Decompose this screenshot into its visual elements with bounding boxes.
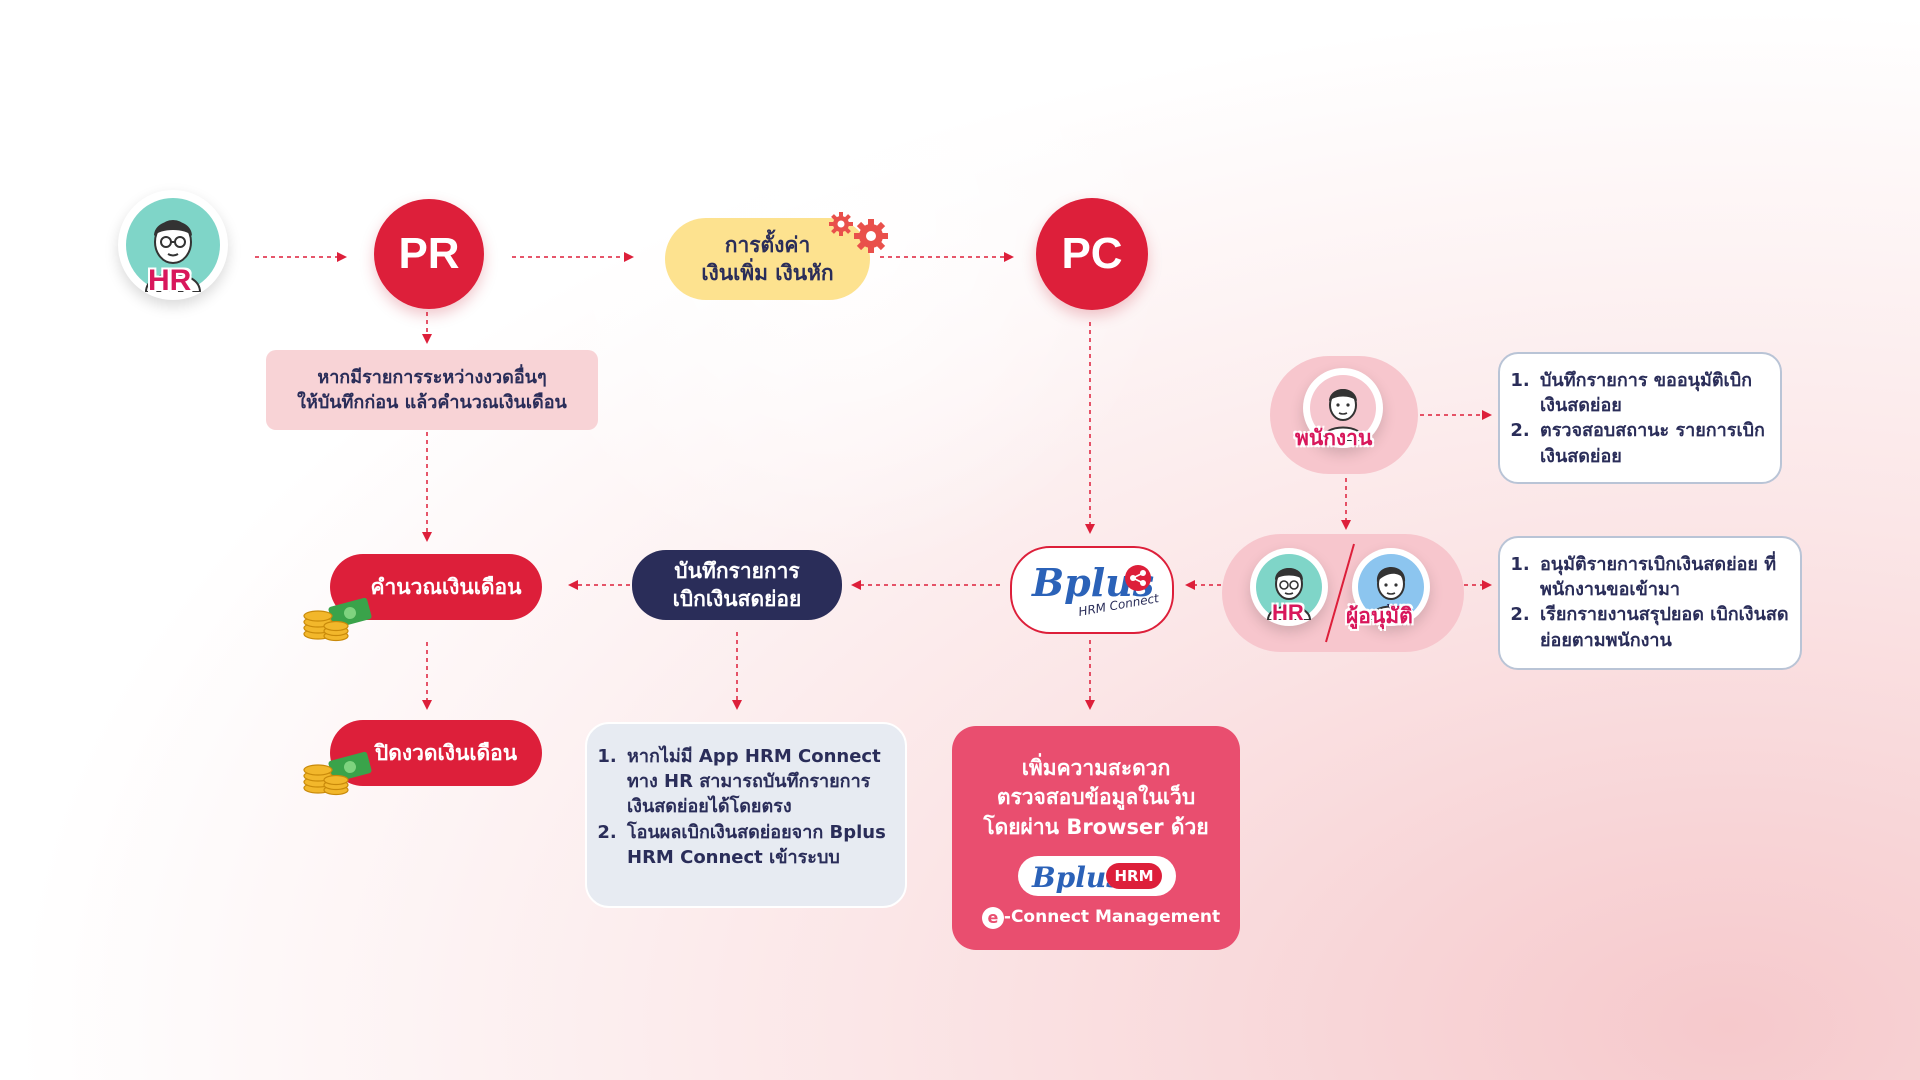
approver-card-item-1: อนุมัติรายการเบิกเงินสดย่อย ที่พนักงานขอ… (1536, 552, 1790, 602)
pr-note-line1: หากมีรายการระหว่างงวดอื่นๆ (317, 366, 547, 388)
browser-info-card: เพิ่มความสะดวก ตรวจสอบข้อมูลในเว็บ โดยผ่… (952, 726, 1240, 950)
settings-node-line2: เงินเพิ่ม เงินหัก (701, 261, 834, 285)
hrm-badge: HRM (1106, 863, 1162, 889)
pr-node-label: PR (398, 229, 460, 278)
coins-money-icon (303, 597, 372, 642)
pr-node: PR (374, 199, 484, 309)
pr-note-line2: ให้บันทึกก่อน แล้วคำนวณเงินเดือน (297, 392, 567, 413)
approver-label: ผู้อนุมัติ (1346, 605, 1413, 628)
browser-card-line2: ตรวจสอบข้อมูลในเว็บ (996, 785, 1196, 810)
hr-avatar: HR (118, 190, 228, 300)
pr-note: หากมีรายการระหว่างงวดอื่นๆ ให้บันทึกก่อน… (266, 350, 598, 430)
approver-card: อนุมัติรายการเบิกเงินสดย่อย ที่พนักงานขอ… (1498, 536, 1802, 670)
record-note-item-2: โอนผลเบิกเงินสดย่อยจาก Bplus HRM Connect… (623, 820, 891, 870)
share-icon (1125, 565, 1151, 591)
record-note-card: หากไม่มี App HRM Connect ทาง HR สามารถบั… (585, 722, 907, 908)
employee-card-item-1: บันทึกรายการ ขออนุมัติเบิกเงินสดย่อย (1536, 368, 1770, 418)
employee-avatar (1303, 368, 1383, 448)
settings-node-line1: การตั้งค่า (724, 232, 811, 257)
employee-card-item-2: ตรวจสอบสถานะ รายการเบิกเงินสดย่อย (1536, 418, 1770, 468)
record-node-line1: บันทึกรายการ (674, 558, 800, 583)
bplus-hrm-logo: Bplus HRM (1018, 856, 1176, 896)
record-note-item-1: หากไม่มี App HRM Connect ทาง HR สามารถบั… (623, 744, 891, 820)
approver-avatar (1352, 548, 1430, 626)
hr-approver-label: HR (1272, 600, 1304, 625)
coins-money-icon (303, 751, 372, 796)
browser-card-line3: โดยผ่าน Browser ด้วย (983, 814, 1209, 839)
hr-avatar-label: HR (148, 264, 192, 297)
e-connect-label: -Connect Management (1003, 907, 1221, 927)
e-connect-icon: e (981, 906, 1004, 929)
record-node-line2: เบิกเงินสดย่อย (672, 587, 802, 611)
pc-node: PC (1036, 198, 1148, 310)
bplus-hrm-connect-logo: Bplus HRM Connect (1010, 546, 1174, 634)
settings-node: การตั้งค่า เงินเพิ่ม เงินหัก (665, 218, 870, 300)
close-period-label: ปิดงวดเงินเดือน (374, 740, 518, 765)
approver-card-item-2: เรียกรายงานสรุปยอด เบิกเงินสดย่อยตามพนัก… (1536, 602, 1790, 652)
divider-slash (1325, 543, 1355, 643)
e-connect-management: e -Connect Management (976, 906, 1226, 930)
browser-card-line1: เพิ่มความสะดวก (1021, 756, 1171, 780)
gear-icon (829, 212, 888, 253)
hr-approver-avatar (1250, 548, 1328, 626)
employee-card: บันทึกรายการ ขออนุมัติเบิกเงินสดย่อย ตรว… (1498, 352, 1782, 484)
employee-label: พนักงาน (1295, 427, 1373, 450)
pc-node-label: PC (1061, 229, 1123, 278)
hr-person-icon (1256, 554, 1322, 620)
record-petty-cash-node: บันทึกรายการ เบิกเงินสดย่อย (632, 550, 842, 620)
calc-salary-label: คำนวณเงินเดือน (370, 574, 522, 599)
approver-person-icon (1358, 554, 1424, 620)
hr-person-icon (126, 198, 220, 292)
employee-person-icon (1310, 375, 1376, 441)
